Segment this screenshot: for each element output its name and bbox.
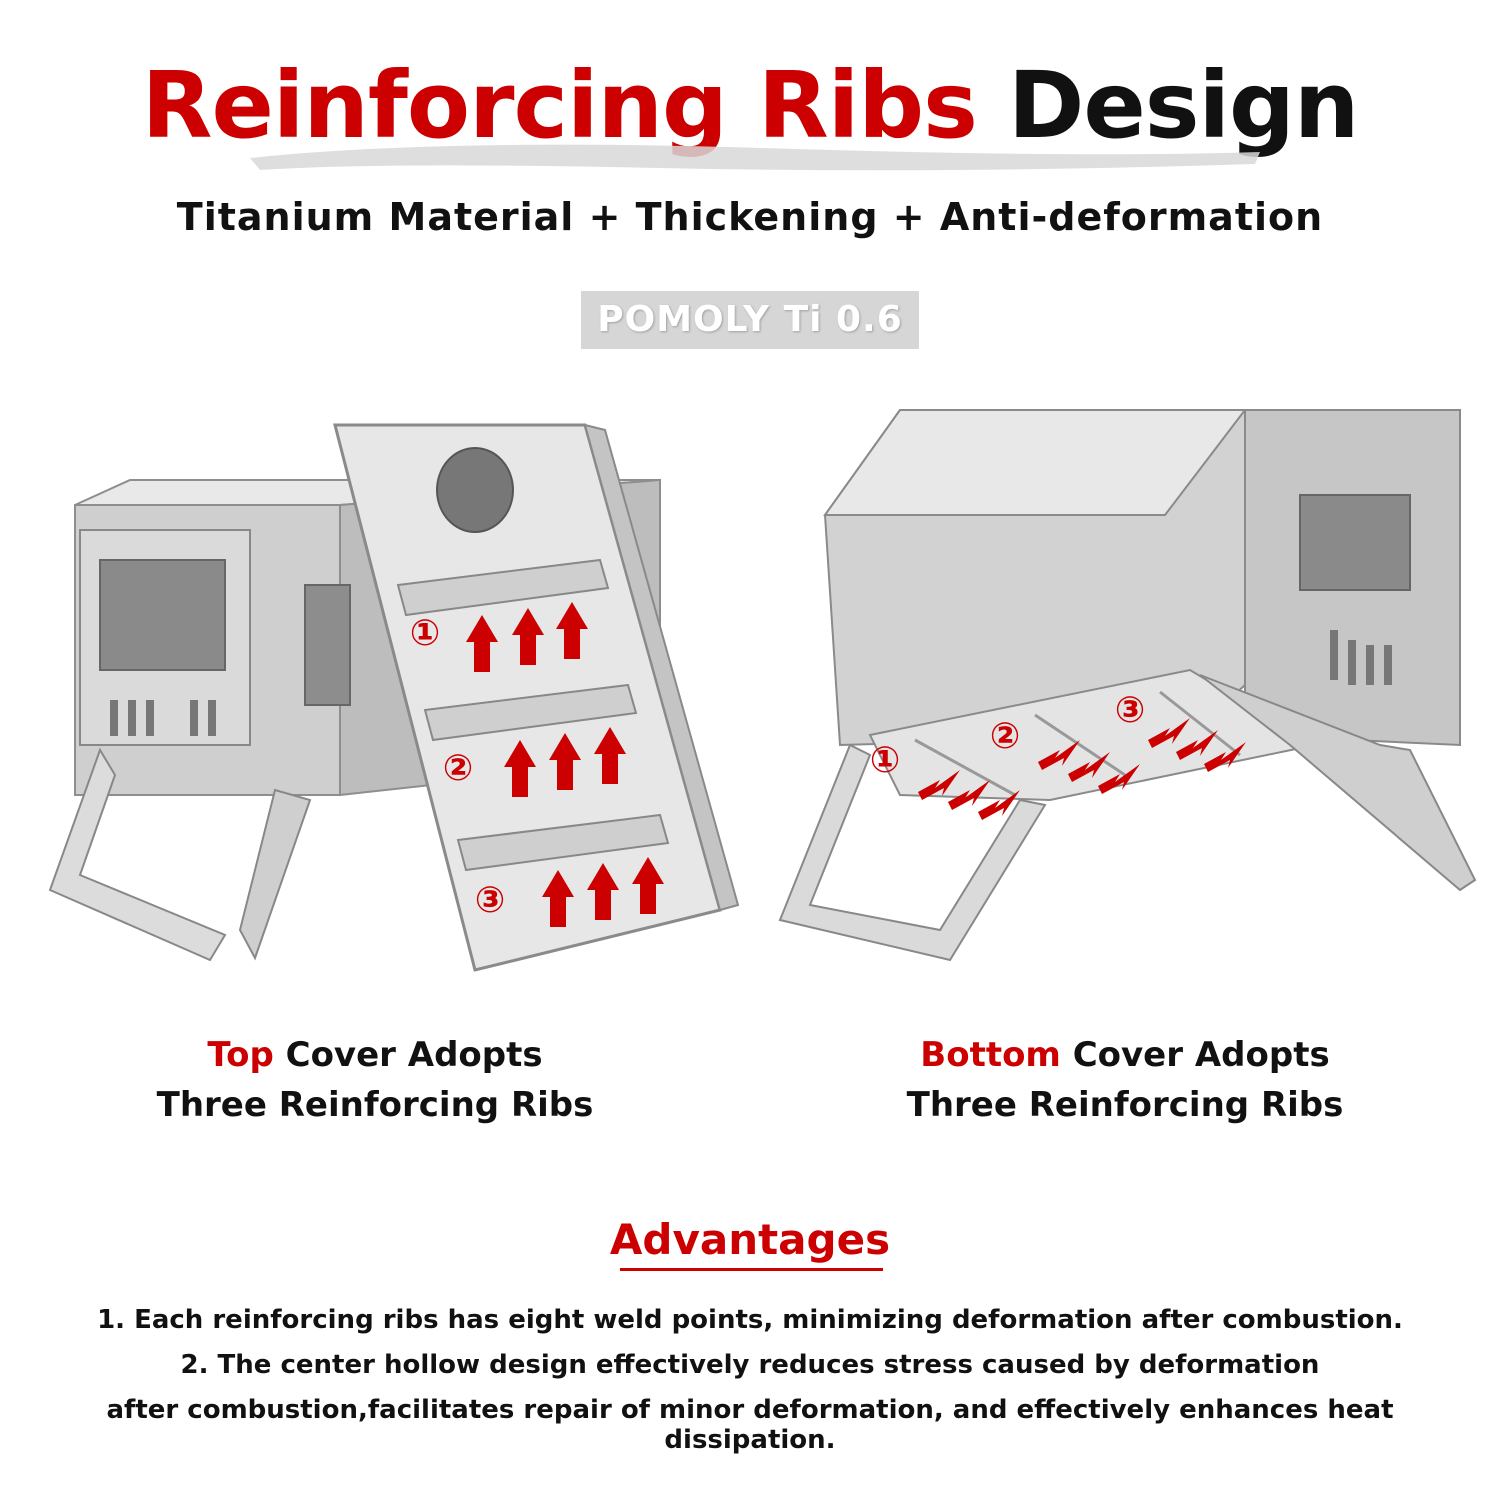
- bottom-rib-marker-2: ②: [990, 716, 1020, 757]
- bottom-cover-panel: [868, 668, 1318, 802]
- rib-2-arrows: [504, 727, 626, 797]
- top-cover-caption: Top Cover Adopts Three Reinforcing Ribs: [100, 1030, 650, 1130]
- advantage-line-2: 2. The center hollow design effectively …: [180, 1350, 1320, 1380]
- bottom-cover-caption: Bottom Cover Adopts Three Reinforcing Ri…: [850, 1030, 1400, 1130]
- rib-marker-2: ②: [443, 748, 473, 789]
- title-black: Design: [1007, 52, 1359, 159]
- bottom-rib-1-arrows: [918, 770, 1020, 820]
- advantage-line-1: 1. Each reinforcing ribs has eight weld …: [97, 1305, 1403, 1335]
- brush-stroke-decoration: [250, 144, 1260, 171]
- top-caption-rest: Cover Adopts: [273, 1035, 543, 1075]
- top-caption-line2: Three Reinforcing Ribs: [156, 1085, 594, 1125]
- material-badge: POMOLY Ti 0.6: [581, 291, 919, 349]
- title-red: Reinforcing Ribs: [141, 52, 978, 159]
- rib-1-arrows: [466, 602, 588, 672]
- bottom-rib-marker-1: ①: [870, 740, 900, 781]
- advantages-title: Advantages: [609, 1215, 891, 1264]
- rib-marker-1: ①: [410, 613, 440, 654]
- bottom-rib-2-arrows: [1038, 740, 1140, 794]
- rib-3-arrows: [542, 857, 664, 927]
- bottom-caption-rest: Cover Adopts: [1060, 1035, 1330, 1075]
- bottom-caption-line2: Three Reinforcing Ribs: [906, 1085, 1344, 1125]
- top-caption-red: Top: [207, 1035, 274, 1075]
- advantages-underline: [620, 1268, 883, 1271]
- page-title: Reinforcing Ribs Design: [0, 55, 1500, 156]
- subtitle: Titanium Material + Thickening + Anti-de…: [176, 195, 1324, 239]
- bottom-rib-3-arrows: [1148, 718, 1246, 772]
- bottom-rib-marker-3: ③: [1115, 690, 1145, 731]
- rib-marker-3: ③: [475, 880, 505, 921]
- top-cover-illustration: ① ② ③: [48, 423, 740, 972]
- advantage-line-3: after combustion,facilitates repair of m…: [106, 1395, 1394, 1455]
- bottom-cover-illustration: ① ② ③: [778, 409, 1477, 962]
- bottom-caption-red: Bottom: [920, 1035, 1061, 1075]
- top-cover-panel: [333, 423, 740, 972]
